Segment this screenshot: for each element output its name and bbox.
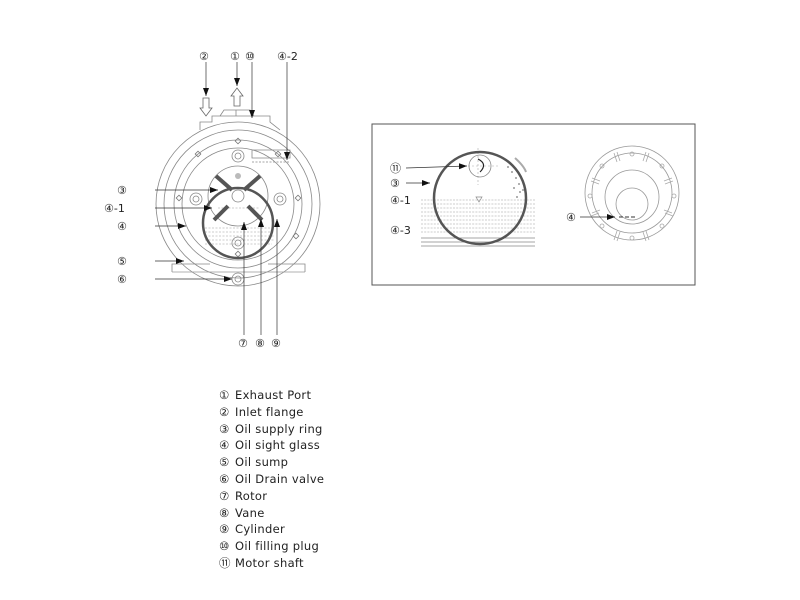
callout-4-detail: ④ bbox=[566, 211, 576, 224]
callout-8: ⑧ bbox=[255, 337, 265, 350]
callout-5: ⑤ bbox=[117, 255, 127, 268]
callout-4-3-detail: ④-3 bbox=[390, 224, 411, 237]
vanes bbox=[212, 174, 264, 222]
callout-10: ⑩ bbox=[245, 50, 255, 63]
front-view-callouts: ② ① ⑩ ④-2 ③ ④-1 ④ ⑤ ⑥ ⑦ ⑧ ⑨ bbox=[104, 50, 298, 350]
callout-4-1: ④-1 bbox=[104, 202, 125, 215]
callout-3-detail: ③ bbox=[390, 177, 400, 190]
callout-2: ② bbox=[199, 50, 209, 63]
detail-frame bbox=[371, 123, 696, 286]
callout-7: ⑦ bbox=[238, 337, 248, 350]
callout-11: ⑪ bbox=[390, 162, 401, 175]
front-view bbox=[155, 109, 321, 287]
callout-1: ① bbox=[230, 50, 240, 63]
callout-4: ④ bbox=[117, 220, 127, 233]
leader-lines bbox=[155, 62, 290, 335]
callout-9: ⑨ bbox=[271, 337, 281, 350]
callout-6: ⑥ bbox=[117, 273, 127, 286]
sight-glass-view bbox=[580, 145, 680, 242]
cylinder bbox=[201, 186, 275, 260]
callout-3: ③ bbox=[117, 184, 127, 197]
oil-ring-view: ⑪ ③ ④-1 ④-3 bbox=[390, 148, 535, 247]
callout-4-2: ④-2 bbox=[277, 50, 298, 63]
callout-4-1-detail: ④-1 bbox=[390, 194, 411, 207]
